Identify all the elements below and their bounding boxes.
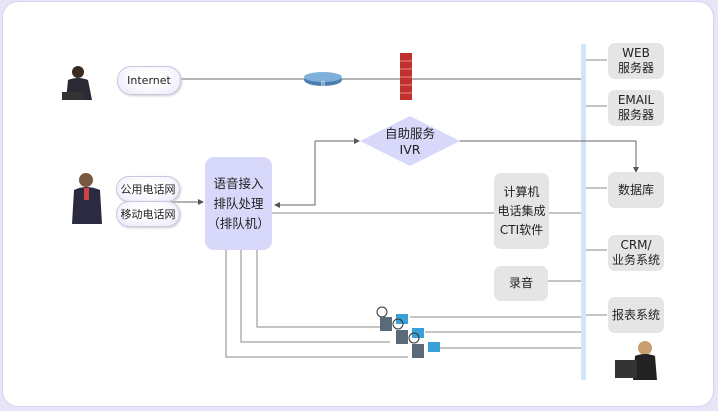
internet-user-icon <box>62 66 92 100</box>
recording-label: 录音 <box>508 276 533 290</box>
server-line: 业务系统 <box>611 253 660 267</box>
server-line: 服务器 <box>617 61 654 75</box>
crm-box: CRM/ 业务系统 <box>608 235 664 271</box>
cti-box: 计算机 电话集成 CTI软件 <box>494 173 549 249</box>
email-server-box: EMAIL 服务器 <box>608 90 664 126</box>
database-box: 数据库 <box>608 172 664 208</box>
voice-queue-box: 语音接入 排队处理 （排队机） <box>205 157 272 250</box>
queue-line: （排队机） <box>207 215 270 231</box>
server-line: CRM/ <box>620 238 652 252</box>
ivr-line: 自助服务 <box>384 126 435 141</box>
queue-line: 排队处理 <box>213 195 264 211</box>
server-line: 报表系统 <box>611 307 660 322</box>
recording-box: 录音 <box>494 266 548 301</box>
firewall-icon <box>400 53 412 100</box>
ivr-line: IVR <box>399 142 421 157</box>
cti-line: 电话集成 <box>497 203 546 218</box>
queue-line: 语音接入 <box>213 175 264 191</box>
public-phone-network-cloud: 公用电话网 <box>116 176 180 202</box>
cti-line: CTI软件 <box>499 222 544 237</box>
server-line: EMAIL <box>617 93 655 107</box>
server-line: 服务器 <box>617 108 654 122</box>
svg-text:R: R <box>321 81 326 88</box>
supervisor-icon <box>615 341 657 380</box>
server-line: WEB <box>622 46 650 60</box>
router-icon: R <box>304 72 342 88</box>
ivr-diamond <box>360 116 460 166</box>
cti-line: 计算机 <box>503 184 540 199</box>
agent-workstations-icon <box>376 306 440 358</box>
mobile-phone-network-cloud: 移动电话网 <box>116 201 180 227</box>
server-line: 数据库 <box>617 182 654 197</box>
phone-user-icon <box>72 173 102 224</box>
report-system-box: 报表系统 <box>608 297 664 333</box>
backbone-bus <box>581 44 586 380</box>
internet-cloud: Internet <box>117 66 181 95</box>
ivr-label: 自助服务 IVR <box>362 126 458 158</box>
web-server-box: WEB 服务器 <box>608 43 664 79</box>
